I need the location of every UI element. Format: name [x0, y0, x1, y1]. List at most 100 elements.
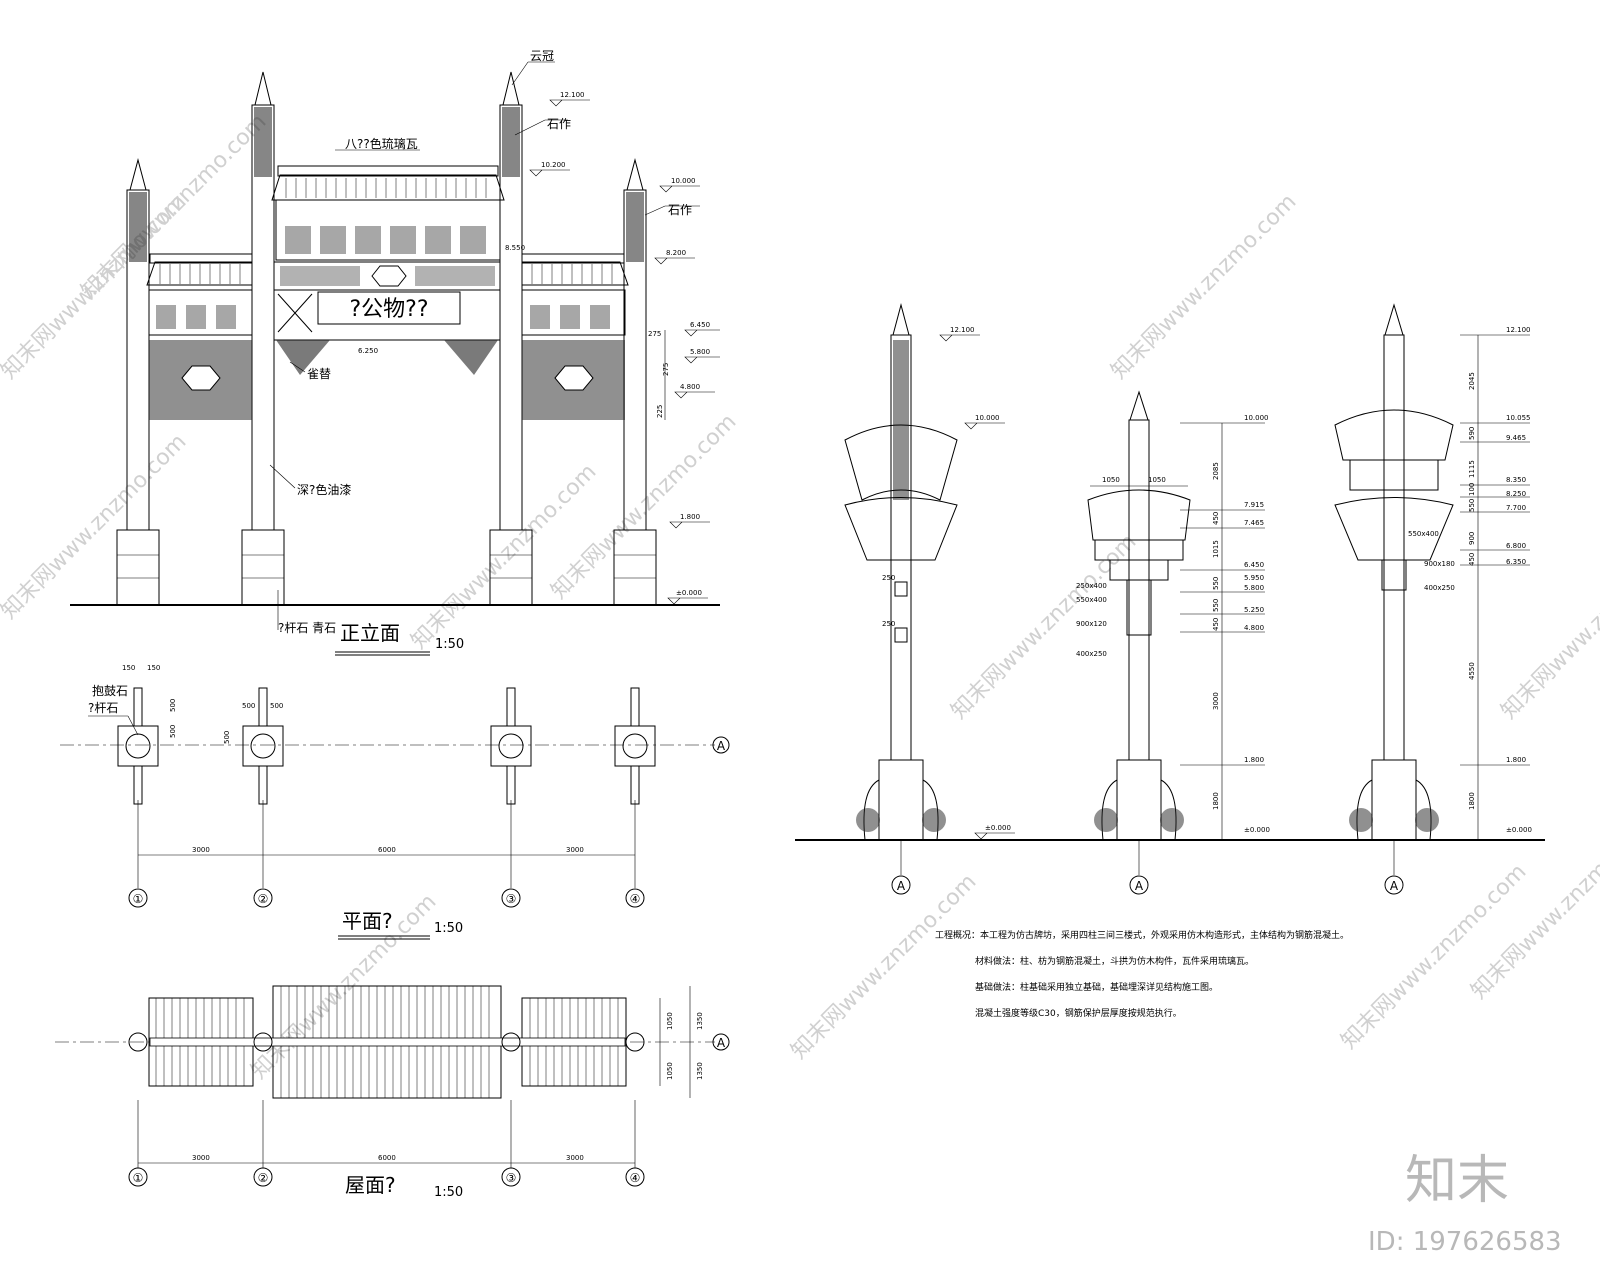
side3-level-4: 8.350 [1506, 476, 1526, 484]
side3-level-3: 9.465 [1506, 434, 1526, 442]
watermark-text: 知末网www.znzmo.com [787, 869, 982, 1064]
side3-sec-1: 550x400 [1408, 530, 1439, 538]
side2-topdim-2: 1050 [1148, 476, 1166, 484]
right-side-roof [521, 253, 629, 420]
side2-dim-2: 450 [1212, 512, 1220, 525]
plan-axis-3: ③ [506, 892, 517, 906]
roof-dim-4: 1350 [696, 1062, 704, 1080]
roof-row-axis: A [717, 1036, 726, 1050]
level-12100: 12.100 [560, 91, 585, 99]
side2-level-10: ±0.000 [1244, 826, 1270, 834]
side3-dim-7: 450 [1468, 553, 1476, 566]
plan-axis-4: ④ [630, 892, 641, 906]
side2-dim-7: 3000 [1212, 692, 1220, 710]
plan-axis-2: ② [258, 892, 269, 906]
level-0000: ±0.000 [676, 589, 702, 597]
roof-dim-3: 1050 [666, 1062, 674, 1080]
side1-level-10000: 10.000 [975, 414, 1000, 422]
side2-level-4: 6.450 [1244, 561, 1264, 569]
label-drum-stone: 抱鼓石 [92, 683, 128, 698]
level-4800: 4.800 [680, 383, 700, 391]
level-1800: 1.800 [680, 513, 700, 521]
side2-level-8: 4.800 [1244, 624, 1264, 632]
side3-level-10: ±0.000 [1506, 826, 1532, 834]
plan-span-2: 6000 [378, 846, 396, 854]
side2-sec-4: 400x250 [1076, 650, 1107, 658]
side2-topdim-1: 1050 [1102, 476, 1120, 484]
side-elevation-1: 250 250 12.100 10.000 ±0.000 A [844, 303, 1015, 895]
roof-span-3: 3000 [566, 1154, 584, 1162]
plan-dim-v-2: 500 [169, 725, 177, 738]
side2-level-2: 7.915 [1244, 501, 1264, 509]
label-cloud-cap: 云冠 [530, 49, 554, 63]
roof-plan-title: 屋面? [345, 1173, 396, 1197]
plan-dim-v-3: 500 [223, 731, 231, 744]
plan-column-4 [614, 687, 656, 805]
front-elevation: ?公物?? [70, 49, 720, 656]
side2-sec-3: 900x120 [1076, 620, 1107, 628]
roof-dim-2: 1350 [696, 1012, 704, 1030]
level-10000: 10.000 [671, 177, 696, 185]
plan-column-3 [490, 687, 532, 805]
plan-axis-1: ① [133, 892, 144, 906]
dim-275b: 275 [662, 363, 670, 376]
front-labels: 云冠 石作 石作 八??色琉璃瓦 雀替 深?色油漆 ?杆石 青石 [269, 49, 700, 635]
plan-column-1 [117, 687, 159, 805]
side1-level-12100: 12.100 [950, 326, 975, 334]
side3-dim-9: 1800 [1468, 792, 1476, 810]
roof-axis-3: ③ [506, 1171, 517, 1185]
side3-sec-3: 400x250 [1424, 584, 1455, 592]
side1-axis: A [897, 879, 906, 893]
roof-span-1: 3000 [192, 1154, 210, 1162]
roof-axis-2: ② [258, 1171, 269, 1185]
side3-dim-2: 590 [1468, 427, 1476, 440]
plan-dim-h-2: 500 [270, 702, 283, 710]
level-6450: 6.450 [690, 321, 710, 329]
level-8550: 8.550 [505, 244, 525, 252]
label-stone-work-top: 石作 [547, 117, 571, 131]
roof-dim-1: 1050 [666, 1012, 674, 1030]
side3-level-8: 6.350 [1506, 558, 1526, 566]
watermark-layer: 知末网www.znzmo.com 知末网www.znzmo.com 知末网www… [0, 109, 1600, 1084]
plan-dim-h-1: 500 [242, 702, 255, 710]
left-side-roof [146, 253, 253, 420]
dim-225: 225 [656, 405, 664, 418]
side3-dim-6: 900 [1468, 532, 1476, 545]
side1-dim-2: 250 [882, 620, 895, 628]
side2-dim-1: 2085 [1212, 462, 1220, 480]
central-beam: ?公物?? [273, 261, 501, 375]
watermark-text: 知末网www.znzmo.com [0, 429, 191, 624]
side2-dim-8: 1800 [1212, 792, 1220, 810]
watermark-text: 知末网www.znzmo.com [547, 409, 742, 604]
label-base-stone: ?杆石 青石 [278, 621, 336, 635]
central-roof [271, 165, 505, 261]
roof-axis-4: ④ [630, 1171, 641, 1185]
side2-dim-5: 550 [1212, 599, 1220, 612]
watermark-text: 知末网www.znzmo.com [1107, 189, 1302, 384]
roof-plan-scale: 1:50 [434, 1185, 463, 1200]
brand-mark: 知末 ID: 197626583 [1368, 1151, 1562, 1257]
plan-view: 抱鼓石 ?杆石 150 150 500 500 500 500 500 3000… [60, 664, 730, 940]
note-line-1: 工程概况：本工程为仿古牌坊，采用四柱三间三楼式，外观采用仿木构造形式，主体结构为… [935, 929, 1349, 941]
brand-logo-text: 知末 [1405, 1151, 1509, 1211]
dim-6250: 6.250 [358, 347, 378, 355]
watermark-text: 知末网www.znzmo.com [407, 459, 602, 654]
side2-level-1: 10.000 [1244, 414, 1269, 422]
side3-dim-5: 550 [1468, 499, 1476, 512]
watermark-text: 知末网www.znzmo.com [947, 529, 1142, 724]
side3-level-2: 10.055 [1506, 414, 1531, 422]
plan-dim-top-1: 150 [122, 664, 135, 672]
side2-sec-1: 250x400 [1076, 582, 1107, 590]
note-line-2: 材料做法：柱、枋为钢筋混凝土，斗拱为仿木构件，瓦件采用琉璃瓦。 [975, 955, 1254, 967]
image-id: ID: 197626583 [1368, 1227, 1562, 1257]
side1-dim-1: 250 [882, 574, 895, 582]
front-elevation-scale: 1:50 [435, 637, 464, 652]
side3-level-9: 1.800 [1506, 756, 1526, 764]
column-2 [241, 71, 285, 606]
label-glazed-tile: 八??色琉璃瓦 [345, 137, 418, 151]
watermark-text: 知末网www.znzmo.com [77, 109, 272, 304]
plan-span-3: 3000 [566, 846, 584, 854]
side-elevation-2: 1050 1050 250x400 550x400 900x120 400x25… [1076, 390, 1270, 895]
side3-level-7: 6.800 [1506, 542, 1526, 550]
